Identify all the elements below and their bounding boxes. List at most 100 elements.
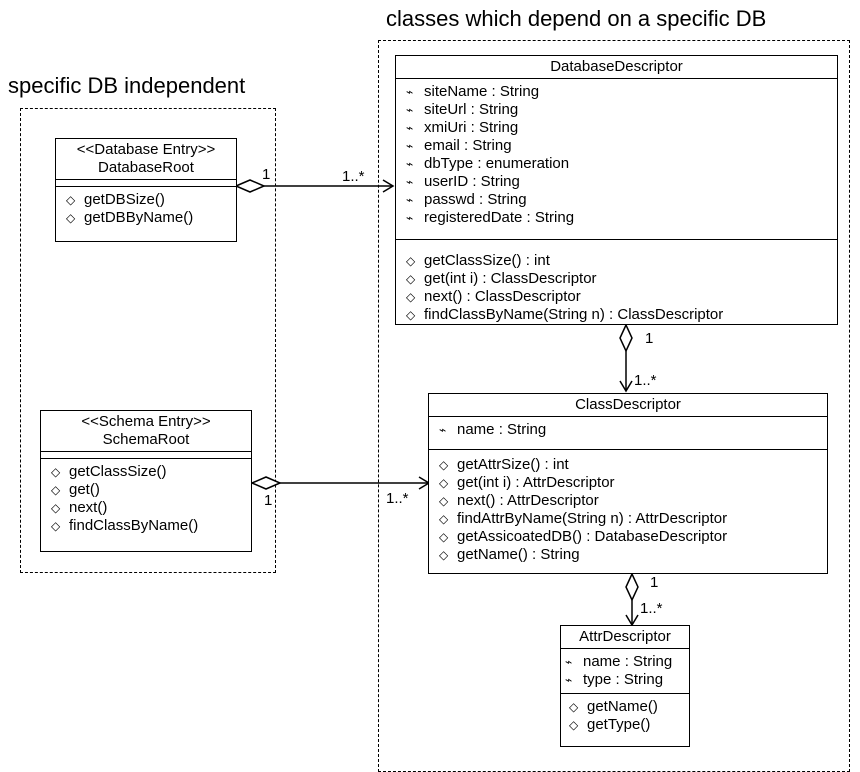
operations-section: getDBSize() getDBByName() xyxy=(56,186,236,231)
class-name: ClassDescriptor xyxy=(575,396,681,413)
operation-text: getClassSize() xyxy=(69,463,167,480)
attribute-text: type : String xyxy=(583,671,664,688)
attribute-icon xyxy=(406,121,424,135)
class-name: DatabaseRoot xyxy=(98,159,194,176)
attribute-row: name : String xyxy=(439,421,821,439)
attribute-text: name : String xyxy=(457,421,547,438)
attribute-text: email : String xyxy=(424,137,512,154)
operation-row: getAssicoatedDB() : DatabaseDescriptor xyxy=(439,528,821,546)
class-header: DatabaseDescriptor xyxy=(396,56,837,79)
arrowhead-dbroot xyxy=(382,179,395,193)
operations-section: getAttrSize() : int get(int i) : AttrDes… xyxy=(429,449,827,568)
class-header: <<Schema Entry>> SchemaRoot xyxy=(41,411,251,452)
operation-row: findClassByName() xyxy=(51,517,245,535)
operation-row: findClassByName(String n) : ClassDescrip… xyxy=(406,306,831,324)
operation-row: get(int i) : ClassDescriptor xyxy=(406,270,831,288)
attribute-row: dbType : enumeration xyxy=(406,155,831,173)
class-header: <<Database Entry>> DatabaseRoot xyxy=(56,139,236,180)
attribute-text: userID : String xyxy=(424,173,520,190)
operation-row: getName() : String xyxy=(439,546,821,564)
aggregation-diamond-dbdesc xyxy=(619,323,633,353)
operation-row: getClassSize() : int xyxy=(406,252,831,270)
class-class-descriptor[interactable]: ClassDescriptor name : String getAttrSiz… xyxy=(428,393,828,574)
multiplicity-dbdesc-many: 1..* xyxy=(634,372,657,389)
attribute-icon xyxy=(406,211,424,225)
operation-icon xyxy=(439,494,457,508)
operation-icon xyxy=(51,483,69,497)
attributes-section: siteName : String siteUrl : String xmiUr… xyxy=(396,79,837,239)
attribute-icon xyxy=(439,423,457,437)
operation-row: getType() xyxy=(569,716,683,734)
class-attr-descriptor[interactable]: AttrDescriptor name : String type : Stri… xyxy=(560,625,690,747)
heading-db-independent: specific DB independent xyxy=(8,73,246,98)
attribute-text: registeredDate : String xyxy=(424,209,575,226)
operation-text: next() : ClassDescriptor xyxy=(424,288,581,305)
operation-row: findAttrByName(String n) : AttrDescripto… xyxy=(439,510,821,528)
operation-text: getDBSize() xyxy=(84,191,165,208)
operation-icon xyxy=(66,193,84,207)
operation-text: next() : AttrDescriptor xyxy=(457,492,599,509)
region-db-independent xyxy=(20,108,276,573)
operation-icon xyxy=(439,476,457,490)
attribute-text: dbType : enumeration xyxy=(424,155,570,172)
multiplicity-dbroot-one: 1 xyxy=(262,166,271,183)
class-schema-root[interactable]: <<Schema Entry>> SchemaRoot getClassSize… xyxy=(40,410,252,552)
operation-icon xyxy=(406,308,424,322)
attribute-icon xyxy=(406,103,424,117)
operation-row: next() : ClassDescriptor xyxy=(406,288,831,306)
class-name: DatabaseDescriptor xyxy=(550,58,683,75)
attribute-icon xyxy=(406,157,424,171)
operation-text: getName() xyxy=(587,698,658,715)
multiplicity-schema-one: 1 xyxy=(264,492,273,509)
operations-section: getName() getType() xyxy=(561,693,689,738)
operation-text: getAttrSize() : int xyxy=(457,456,569,473)
attribute-icon xyxy=(565,655,583,669)
attribute-row: name : String xyxy=(565,653,683,671)
operation-row: next() xyxy=(51,499,245,517)
operation-icon xyxy=(439,512,457,526)
attribute-row: siteName : String xyxy=(406,83,831,101)
class-database-descriptor[interactable]: DatabaseDescriptor siteName : String sit… xyxy=(395,55,838,325)
multiplicity-classdesc-one: 1 xyxy=(650,574,659,591)
operation-text: get() xyxy=(69,481,100,498)
operation-icon xyxy=(406,254,424,268)
operation-text: findClassByName(String n) : ClassDescrip… xyxy=(424,306,724,323)
operation-text: getClassSize() : int xyxy=(424,252,550,269)
operation-row: getDBSize() xyxy=(66,191,230,209)
attribute-text: siteName : String xyxy=(424,83,540,100)
aggregation-diamond-classdesc xyxy=(625,572,639,602)
operation-icon xyxy=(406,290,424,304)
attribute-icon xyxy=(406,175,424,189)
attribute-row: xmiUri : String xyxy=(406,119,831,137)
arrowhead-dbdesc xyxy=(619,380,633,393)
aggregation-diamond-dbroot xyxy=(234,179,266,193)
attribute-row: siteUrl : String xyxy=(406,101,831,119)
operation-icon xyxy=(66,211,84,225)
class-name: AttrDescriptor xyxy=(579,628,671,645)
stereotype-label: <<Database Entry>> xyxy=(76,141,216,158)
operation-text: get(int i) : AttrDescriptor xyxy=(457,474,615,491)
attribute-row: userID : String xyxy=(406,173,831,191)
operation-text: getName() : String xyxy=(457,546,580,563)
operation-icon xyxy=(569,700,587,714)
operation-text: getAssicoatedDB() : DatabaseDescriptor xyxy=(457,528,728,545)
operation-row: getClassSize() xyxy=(51,463,245,481)
attribute-icon xyxy=(406,85,424,99)
attributes-section: name : String xyxy=(429,417,827,449)
class-header: AttrDescriptor xyxy=(561,626,689,649)
operation-row: getDBByName() xyxy=(66,209,230,227)
class-header: ClassDescriptor xyxy=(429,394,827,417)
operation-icon xyxy=(569,718,587,732)
attribute-text: passwd : String xyxy=(424,191,527,208)
class-name: SchemaRoot xyxy=(102,431,190,448)
attributes-section: name : String type : String xyxy=(561,649,689,693)
operation-icon xyxy=(51,465,69,479)
class-database-root[interactable]: <<Database Entry>> DatabaseRoot getDBSiz… xyxy=(55,138,237,242)
attribute-text: xmiUri : String xyxy=(424,119,519,136)
operation-icon xyxy=(439,530,457,544)
attribute-row: registeredDate : String xyxy=(406,209,831,227)
operation-row: next() : AttrDescriptor xyxy=(439,492,821,510)
operation-text: next() xyxy=(69,499,108,516)
operation-row: get(int i) : AttrDescriptor xyxy=(439,474,821,492)
